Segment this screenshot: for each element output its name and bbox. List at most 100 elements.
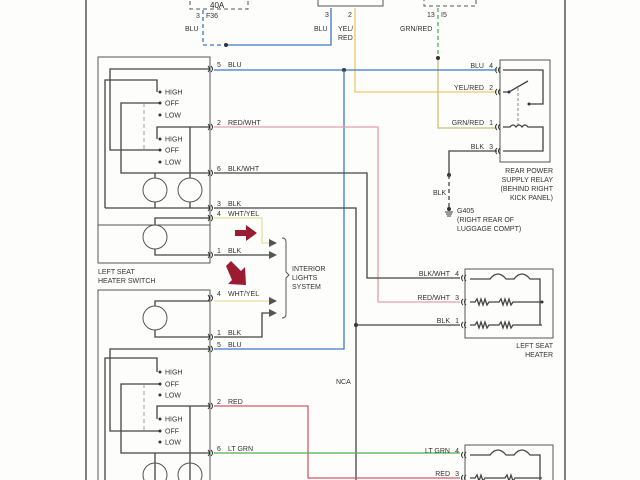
switch-position-label: HIGH	[165, 370, 183, 377]
wire-blk	[214, 207, 357, 480]
ground-wire-label: BLK	[433, 190, 447, 197]
wire-label: BLK/WHT	[228, 166, 260, 173]
svg-text:G405: G405	[457, 208, 474, 215]
fuse-rating-label: 40A	[210, 1, 225, 10]
wire-label: BLU	[228, 342, 242, 349]
svg-text:2: 2	[348, 12, 352, 19]
pin-number: 5	[217, 342, 221, 349]
svg-text:3: 3	[325, 12, 329, 19]
lamp-icon	[177, 177, 203, 203]
svg-text:(RIGHT REAR OF: (RIGHT REAR OF	[457, 217, 514, 224]
wire-label: BLK	[228, 201, 242, 208]
switch-position-label: LOW	[165, 160, 181, 167]
svg-text:3: 3	[196, 13, 200, 20]
wire-label: RED/WHT	[417, 295, 450, 302]
switch-position-label: OFF	[165, 101, 179, 108]
wire-blk-wht	[214, 172, 460, 279]
svg-text:KICK PANEL): KICK PANEL)	[510, 195, 553, 202]
switch-position-label: OFF	[165, 148, 179, 155]
wire-label: LT GRN	[228, 446, 253, 453]
arrow-icons	[269, 239, 277, 317]
pin-number: 2	[217, 120, 221, 127]
svg-text:(BEHIND RIGHT: (BEHIND RIGHT	[501, 186, 554, 193]
red-arrow-down-icon	[226, 261, 246, 285]
pin-number: 1	[217, 330, 221, 337]
switch-contact-dot	[158, 137, 162, 141]
switch-position-label: HIGH	[165, 90, 183, 97]
wire-label: BLK	[228, 330, 242, 337]
wire-label: RED/WHT	[228, 120, 261, 127]
switch-position-label: HIGH	[165, 417, 183, 424]
svg-text:INTERIOR: INTERIOR	[292, 266, 325, 273]
svg-text:LEFT SEAT: LEFT SEAT	[516, 343, 553, 350]
svg-text:LUGGAGE COMPT): LUGGAGE COMPT)	[457, 226, 521, 233]
pin-number: 5	[217, 62, 221, 69]
connector-pin-icon	[461, 474, 467, 480]
wire-label: BLK	[228, 248, 242, 255]
pin-number: 4	[455, 271, 459, 278]
lamp-icon	[142, 462, 168, 480]
pin-number: 2	[217, 399, 221, 406]
wire-label: BLK/WHT	[419, 271, 451, 278]
switch-contact-dot	[158, 370, 162, 374]
wire-red	[214, 405, 460, 479]
connector-pin-icon	[207, 402, 213, 410]
svg-text:HEATER: HEATER	[525, 352, 553, 359]
svg-text:13: 13	[427, 12, 435, 19]
switch-contact-dot	[158, 90, 162, 94]
switch-contact-dot	[158, 429, 162, 433]
wire-label: LT GRN	[425, 448, 450, 455]
relay-pin-label: 1	[489, 120, 493, 127]
pin-number: 3	[217, 201, 221, 208]
svg-text:LIGHTS: LIGHTS	[292, 275, 318, 282]
wire-label: RED	[435, 471, 450, 478]
right-connector: 13 I5 GRN/RED	[400, 0, 477, 33]
svg-text:SUPPLY RELAY: SUPPLY RELAY	[502, 177, 554, 184]
center-connector: 3 2 BLU YEL/ RED	[314, 0, 384, 42]
wire-blk-relay	[448, 150, 497, 175]
relay-pin-label: 2	[489, 85, 493, 92]
pin-number: 4	[217, 291, 221, 298]
connector-pin-icon	[495, 88, 501, 96]
svg-text:LEFT SEAT: LEFT SEAT	[98, 269, 135, 276]
switch-contact-dot	[158, 148, 162, 152]
pin-number: 1	[217, 248, 221, 255]
pin-number: 6	[217, 166, 221, 173]
pin-number: 4	[455, 448, 459, 455]
svg-text:BLU: BLU	[185, 26, 199, 33]
lamp-icon	[142, 305, 168, 331]
wire-blu-feed	[226, 8, 332, 46]
svg-text:YEL/: YEL/	[338, 26, 353, 33]
svg-text:HEATER SWITCH: HEATER SWITCH	[98, 278, 155, 285]
wire-wht-yel-1	[214, 217, 270, 244]
svg-text:REAR POWER: REAR POWER	[505, 168, 553, 175]
connector-pin-icon	[461, 274, 467, 282]
wire-label: WHT/YEL	[228, 211, 259, 218]
relay-pin-label: 3	[489, 144, 493, 151]
switch-contact-dot	[158, 160, 162, 164]
switch-position-label: LOW	[165, 393, 181, 400]
lamp-icon	[142, 177, 168, 203]
switch-contact-dot	[158, 113, 162, 117]
connector-pin-icon	[495, 123, 501, 131]
connector-pin-icon	[207, 204, 213, 212]
connector-pin-icon	[461, 451, 467, 459]
relay-wire-label: BLU	[470, 63, 484, 70]
wire-yel-red	[354, 8, 497, 93]
wire-label: RED	[228, 399, 243, 406]
wire-label: WHT/YEL	[228, 291, 259, 298]
relay-wire-label: GRN/RED	[452, 120, 484, 127]
wire-blu-switch2	[214, 70, 345, 350]
brace	[281, 237, 290, 319]
connector-pin-icon	[461, 298, 467, 306]
connector-pin-icon	[207, 65, 213, 73]
svg-text:GRN/RED: GRN/RED	[400, 26, 432, 33]
pin-number: 3	[455, 295, 459, 302]
lamp-icon	[142, 224, 168, 250]
wire-blu-fuse	[202, 10, 226, 46]
wire-grn-red	[437, 58, 497, 129]
